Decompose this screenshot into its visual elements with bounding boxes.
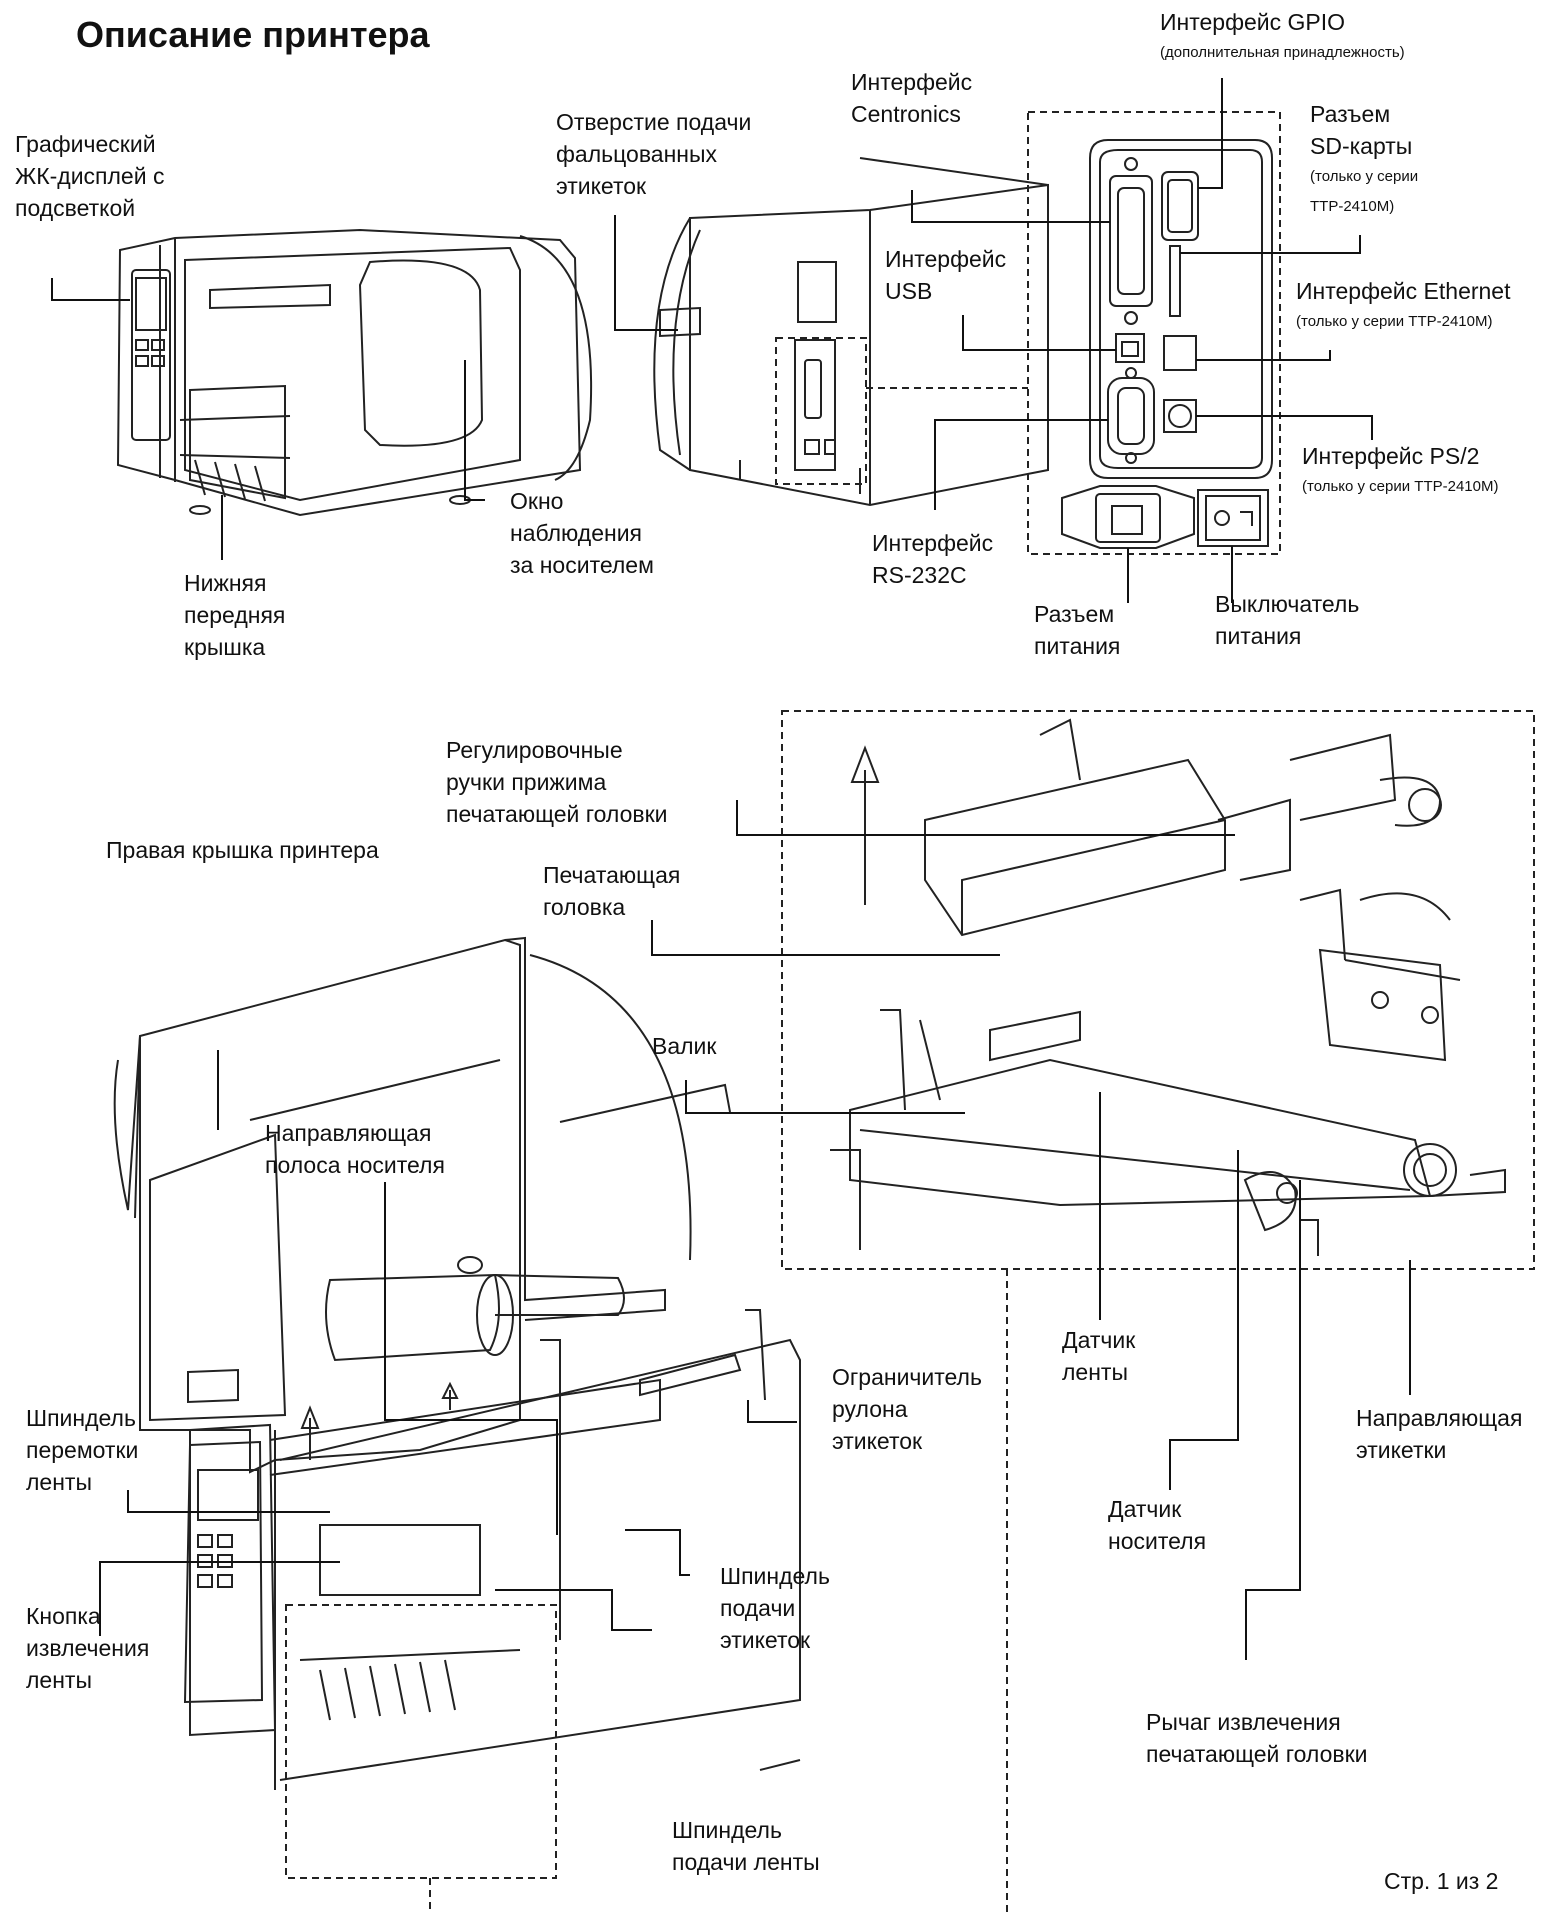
label-line: этикеток (720, 1627, 811, 1653)
label-line: Шпиндель (720, 1563, 830, 1589)
label-line: Ограничитель (832, 1364, 982, 1390)
label-media-guide-bar: Направляющая полоса носителя (265, 1117, 445, 1181)
label-line: Валик (652, 1033, 717, 1059)
label-line: подачи (720, 1595, 796, 1621)
label-line: Интерфейс GPIO (1160, 9, 1346, 35)
page-title: Описание принтера (76, 14, 430, 55)
label-ps2: Интерфейс PS/2 (только у серии TTP-2410M… (1302, 440, 1498, 502)
label-line: Шпиндель (26, 1405, 136, 1431)
label-ribbon-rewind-spindle: Шпиндель перемотки ленты (26, 1402, 138, 1498)
label-line: Окно (510, 488, 564, 514)
label-sd-card: Разъем SD-карты (только у серии TTP-2410… (1310, 98, 1418, 222)
label-line: передняя (184, 602, 286, 628)
label-line: ленты (26, 1469, 92, 1495)
label-lcd: Графический ЖК-дисплей с подсветкой (15, 128, 164, 224)
label-line: Интерфейс (872, 530, 994, 556)
label-line: Направляющая (1356, 1405, 1523, 1431)
label-ribbon-release-button: Кнопка извлечения ленты (26, 1600, 149, 1696)
printer-front-view (116, 228, 593, 517)
label-line: крышка (184, 634, 266, 660)
label-line: Интерфейс (885, 246, 1007, 272)
label-line: Разъем (1034, 601, 1115, 627)
label-line: наблюдения (510, 520, 643, 546)
label-line: Интерфейс Ethernet (1296, 278, 1511, 304)
label-line: головка (543, 894, 626, 920)
label-line: Кнопка (26, 1603, 101, 1629)
label-line: Рычаг извлечения (1146, 1709, 1341, 1735)
rear-io-panel (1061, 139, 1273, 549)
label-line: Разъем (1310, 101, 1391, 127)
label-note: (дополнительная принадлежность) (1160, 44, 1405, 61)
label-line: Графический (15, 131, 156, 157)
label-line: фальцованных (556, 141, 718, 167)
label-line: Интерфейс (851, 69, 973, 95)
label-line: Печатающая (543, 862, 681, 888)
label-line: подсветкой (15, 195, 136, 221)
label-line: питания (1215, 623, 1302, 649)
label-lower-front-cover: Нижняя передняя крышка (184, 567, 285, 663)
label-fanfold-opening: Отверстие подачи фальцованных этикеток (556, 106, 751, 202)
printer-rear-view (653, 157, 1049, 507)
label-line: носителя (1108, 1528, 1207, 1554)
label-right-cover: Правая крышка принтера (106, 834, 379, 866)
label-line: Шпиндель (672, 1817, 782, 1843)
label-rs232: Интерфейс RS-232C (872, 527, 993, 591)
page-number: Стр. 1 из 2 (1384, 1868, 1499, 1894)
label-gpio: Интерфейс GPIO (дополнительная принадлеж… (1160, 6, 1405, 68)
label-line: Направляющая (265, 1120, 432, 1146)
printhead-closeup (830, 718, 1506, 1256)
label-line: ручки прижима (446, 769, 607, 795)
label-note: (только у серии TTP-2410M) (1302, 478, 1499, 495)
label-line: USB (885, 278, 933, 304)
label-platen: Валик (652, 1030, 716, 1062)
label-label-supply-spindle: Шпиндель подачи этикеток (720, 1560, 830, 1656)
label-line: печатающей головки (446, 801, 668, 827)
label-line: Отверстие подачи (556, 109, 752, 135)
label-line: печатающей головки (1146, 1741, 1368, 1767)
label-line: этикеток (832, 1428, 923, 1454)
label-line: ленты (26, 1667, 92, 1693)
label-media-window: Окно наблюдения за носителем (510, 485, 654, 581)
label-ribbon-supply-spindle: Шпиндель подачи ленты (672, 1814, 820, 1878)
label-line: этикеток (556, 173, 647, 199)
label-line: Centronics (851, 101, 961, 127)
label-label-guide: Направляющая этикетки (1356, 1402, 1522, 1466)
label-line: этикетки (1356, 1437, 1447, 1463)
label-line: питания (1034, 633, 1121, 659)
label-centronics: Интерфейс Centronics (851, 66, 972, 130)
label-line: за носителем (510, 552, 654, 578)
label-line: перемотки (26, 1437, 139, 1463)
label-line: Интерфейс PS/2 (1302, 443, 1480, 469)
label-note: (только у серии TTP-2410M) (1296, 313, 1493, 330)
label-line: Датчик (1062, 1327, 1136, 1353)
label-line: полоса носителя (265, 1152, 445, 1178)
label-line: рулона (832, 1396, 908, 1422)
label-power-jack: Разъем питания (1034, 598, 1120, 662)
printer-open-view (113, 936, 801, 1790)
label-line: SD-карты (1310, 133, 1413, 159)
label-ethernet: Интерфейс Ethernet (только у серии TTP-2… (1296, 275, 1511, 337)
label-line: ЖК-дисплей с (15, 163, 165, 189)
label-line: RS-232C (872, 562, 967, 588)
label-ribbon-sensor: Датчик ленты (1062, 1324, 1135, 1388)
label-media-sensor: Датчик носителя (1108, 1493, 1206, 1557)
label-roll-guard: Ограничитель рулона этикеток (832, 1361, 982, 1457)
label-head-release-lever: Рычаг извлечения печатающей головки (1146, 1706, 1368, 1770)
label-pressure-knobs: Регулировочные ручки прижима печатающей … (446, 734, 668, 830)
label-line: Регулировочные (446, 737, 623, 763)
label-print-head: Печатающая головка (543, 859, 680, 923)
label-line: Правая крышка принтера (106, 837, 379, 863)
label-line: Нижняя (184, 570, 267, 596)
label-note: TTP-2410M) (1310, 198, 1395, 215)
label-line: извлечения (26, 1635, 150, 1661)
label-line: Выключатель (1215, 591, 1360, 617)
label-line: подачи ленты (672, 1849, 820, 1875)
label-line: Датчик (1108, 1496, 1182, 1522)
label-note: (только у серии (1310, 168, 1419, 185)
label-power-switch: Выключатель питания (1215, 588, 1359, 652)
label-usb: Интерфейс USB (885, 243, 1006, 307)
label-line: ленты (1062, 1359, 1128, 1385)
